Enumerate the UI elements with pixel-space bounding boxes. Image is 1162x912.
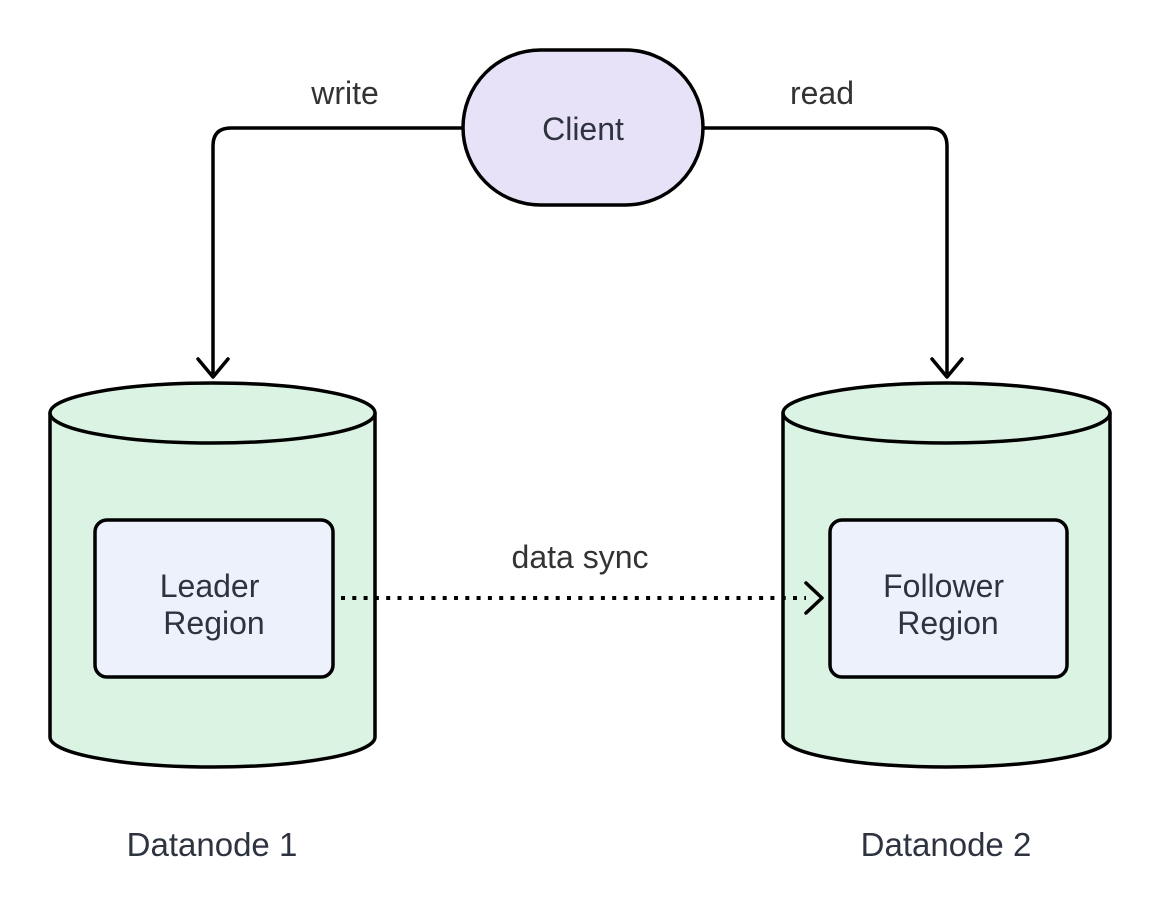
client-stadium-shape [461,48,705,207]
read-arrowhead-icon [930,357,964,379]
leader-region-box [93,518,335,679]
write-edge-line [211,126,463,374]
data-sync-edge-label: data sync [512,539,649,575]
leader-region-label: Leader Region [160,568,269,641]
client-label: Client [542,111,624,147]
datanode2-cylinder: Follower Region [781,381,1112,769]
write-arrowhead-icon [196,357,230,379]
read-edge-label: read [790,75,854,111]
datanode2-cylinder-top-rim [781,412,1112,445]
follower-region-box [828,518,1069,679]
datanode1-cylinder-top-rim [48,412,377,445]
follower-region-label: Follower Region [883,568,1013,641]
data-sync-arrowhead-icon [804,581,824,615]
client-node: Client [461,48,705,207]
read-edge-line [703,126,949,374]
datanode1-label: Datanode 1 [127,826,298,863]
datanode2-label: Datanode 2 [861,826,1032,863]
write-edge-label: write [310,75,379,111]
datanode1-cylinder: Leader Region [48,381,377,769]
